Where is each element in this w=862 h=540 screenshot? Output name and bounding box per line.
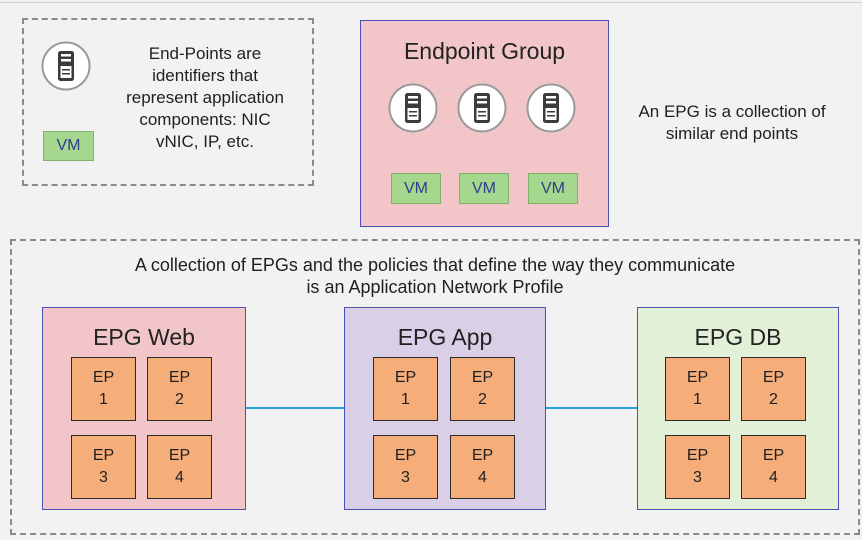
endpoint-box: EP 4 xyxy=(450,435,515,499)
text-line: components: NIC xyxy=(139,110,271,129)
endpoint-label: EP xyxy=(762,369,785,386)
top-rule xyxy=(0,2,862,3)
endpoint-label: EP xyxy=(168,369,191,386)
text-line: similar end points xyxy=(665,124,799,143)
endpoint-number: 4 xyxy=(478,469,487,486)
endpoint-label: EP xyxy=(394,369,417,386)
endpoint-box: EP 2 xyxy=(450,357,515,421)
text-line: An EPG is a collection of xyxy=(638,102,826,121)
endpoint-box: EP 1 xyxy=(71,357,136,421)
endpoint-number: 1 xyxy=(401,391,410,408)
endpoint-number: 2 xyxy=(769,391,778,408)
endpoint-box: EP 2 xyxy=(147,357,212,421)
endpoint-number: 3 xyxy=(401,469,410,486)
endpoint-label: EP xyxy=(92,369,115,386)
endpoint-number: 4 xyxy=(769,469,778,486)
endpoint-group-title: Endpoint Group xyxy=(403,38,566,64)
endpoint-number: 1 xyxy=(693,391,702,408)
text-line: represent application xyxy=(126,88,284,107)
epg-title: EPG Web xyxy=(93,324,195,350)
endpoint-label: EP xyxy=(168,447,191,464)
legend-box xyxy=(22,18,314,186)
endpoint-number: 1 xyxy=(99,391,108,408)
endpoint-label: EP xyxy=(686,369,709,386)
endpoint-label: EP xyxy=(471,447,494,464)
endpoint-number: 3 xyxy=(693,469,702,486)
endpoint-box: EP 4 xyxy=(147,435,212,499)
endpoint-label: EP xyxy=(686,447,709,464)
text-line: End-Points are xyxy=(148,44,262,63)
endpoint-box: EP 1 xyxy=(373,357,438,421)
connector-app-db xyxy=(546,407,637,409)
vm-badge: VM xyxy=(528,173,578,204)
endpoint-box: EP 3 xyxy=(373,435,438,499)
endpoint-label: EP xyxy=(762,447,785,464)
endpoint-number: 4 xyxy=(175,469,184,486)
epg-definition-text: An EPG is a collection of similar end po… xyxy=(612,101,852,145)
epg-title: EPG DB xyxy=(694,324,782,350)
server-icon xyxy=(388,83,438,133)
text-line: vNIC, IP, etc. xyxy=(156,132,254,151)
server-icon xyxy=(41,41,91,91)
server-icon xyxy=(526,83,576,133)
endpoint-box: EP 3 xyxy=(71,435,136,499)
endpoint-label: EP xyxy=(394,447,417,464)
endpoint-box: EP 2 xyxy=(741,357,806,421)
endpoint-box: EP 1 xyxy=(665,357,730,421)
endpoint-number: 2 xyxy=(478,391,487,408)
epg-title: EPG App xyxy=(397,324,493,350)
text-line: identifiers that xyxy=(152,66,258,85)
profile-description: A collection of EPGs and the policies th… xyxy=(40,254,830,298)
application-network-profile-box xyxy=(10,239,860,535)
server-icon xyxy=(457,83,507,133)
endpoint-number: 2 xyxy=(175,391,184,408)
endpoint-definition-text: End-Points are identifiers that represen… xyxy=(110,43,300,153)
text-line: is an Application Network Profile xyxy=(306,277,564,297)
endpoint-label: EP xyxy=(471,369,494,386)
endpoint-box: EP 4 xyxy=(741,435,806,499)
endpoint-label: EP xyxy=(92,447,115,464)
vm-badge: VM xyxy=(459,173,509,204)
vm-badge: VM xyxy=(43,131,94,161)
vm-badge: VM xyxy=(391,173,441,204)
text-line: A collection of EPGs and the policies th… xyxy=(134,255,736,275)
connector-web-app xyxy=(246,407,344,409)
endpoint-box: EP 3 xyxy=(665,435,730,499)
endpoint-number: 3 xyxy=(99,469,108,486)
